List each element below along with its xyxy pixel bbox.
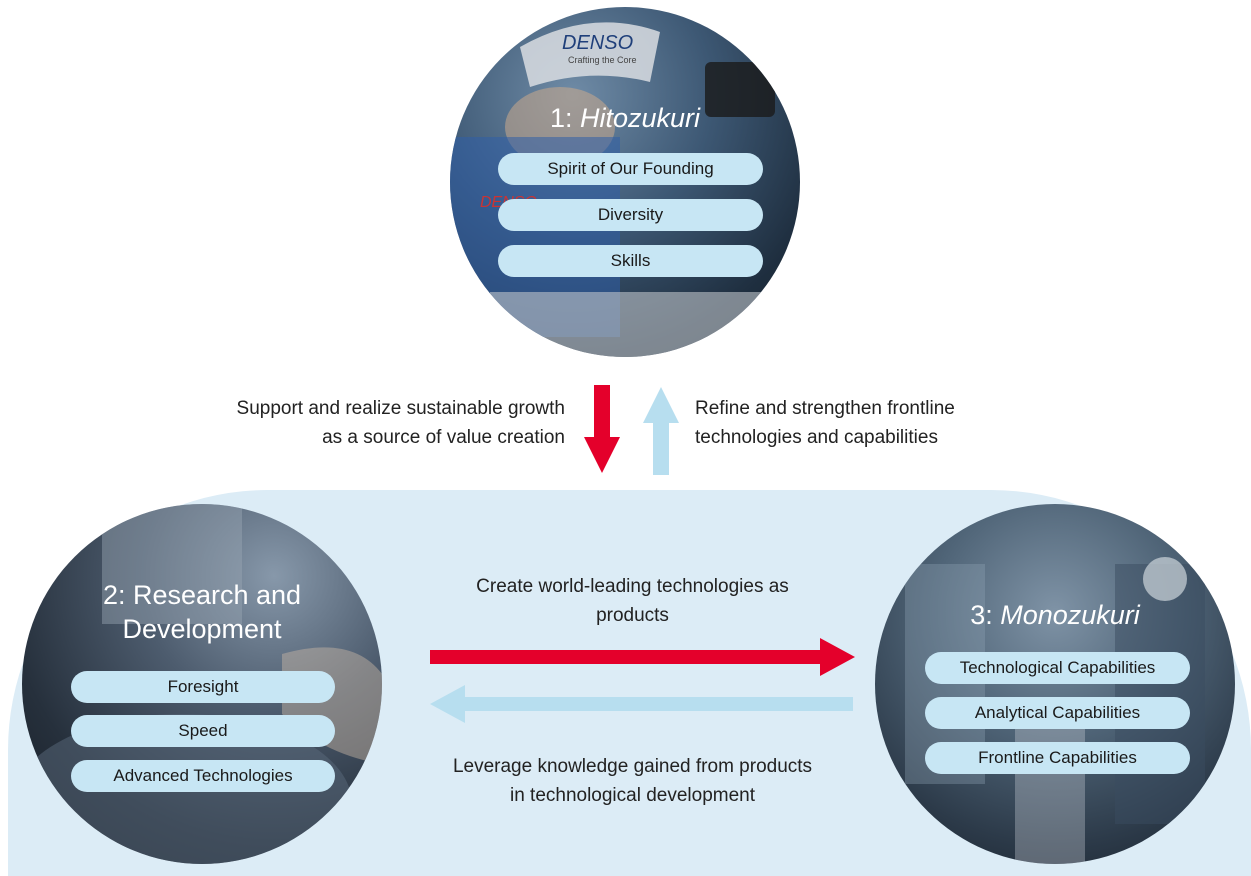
down-arrow-caption: Support and realize sustainable growth a…	[80, 394, 565, 452]
up-arrow-caption-line1: Refine and strengthen frontline	[695, 398, 955, 419]
pill-spirit-of-our-founding: Spirit of Our Founding	[498, 153, 763, 185]
monozukuri-name: Monozukuri	[1000, 600, 1140, 630]
rnd-title: 2: Research and Development	[22, 578, 382, 646]
monozukuri-number: 3:	[970, 600, 993, 630]
pill-technological-capabilities: Technological Capabilities	[925, 652, 1190, 684]
pill-foresight: Foresight	[71, 671, 335, 703]
down-arrow-caption-line2: as a source of value creation	[322, 427, 565, 448]
up-arrow-caption: Refine and strengthen frontline technolo…	[695, 394, 1115, 452]
light-up-arrow	[643, 387, 679, 475]
hitozukuri-name: Hitozukuri	[580, 103, 701, 133]
pill-advanced-technologies: Advanced Technologies	[71, 760, 335, 792]
horizontal-arrows	[430, 638, 855, 723]
monozukuri-circle: 3: Monozukuri	[875, 504, 1235, 864]
cap-logo: DENSO	[562, 32, 633, 54]
pill-diversity: Diversity	[498, 199, 763, 231]
right-arrow-caption-line2: products	[596, 605, 669, 626]
pill-skills: Skills	[498, 245, 763, 277]
light-left-arrow	[430, 685, 853, 723]
vertical-arrows	[584, 385, 679, 475]
monozukuri-photo	[905, 557, 1205, 864]
rnd-title-line2: Development	[122, 614, 282, 644]
pill-frontline-capabilities: Frontline Capabilities	[925, 742, 1190, 774]
down-arrow-caption-line1: Support and realize sustainable growth	[236, 398, 565, 419]
pill-speed: Speed	[71, 715, 335, 747]
red-right-arrow	[430, 638, 855, 676]
red-down-arrow	[584, 385, 620, 473]
right-arrow-caption: Create world-leading technologies as pro…	[420, 572, 845, 630]
left-arrow-caption-line1: Leverage knowledge gained from products	[452, 756, 813, 777]
pill-analytical-capabilities: Analytical Capabilities	[925, 697, 1190, 729]
monozukuri-title: 3: Monozukuri	[875, 598, 1235, 632]
up-arrow-caption-line2: technologies and capabilities	[695, 427, 938, 448]
hitozukuri-number: 1:	[549, 103, 573, 133]
right-arrow-caption-line1: Create world-leading technologies as	[476, 576, 789, 597]
rnd-title-line1: 2: Research and	[102, 580, 302, 610]
left-arrow-caption-line2: in technological development	[509, 785, 756, 806]
left-arrow-caption: Leverage knowledge gained from products …	[395, 752, 870, 810]
hitozukuri-title: 1: Hitozukuri	[450, 101, 800, 135]
cap-tagline: Crafting the Core	[568, 55, 637, 65]
